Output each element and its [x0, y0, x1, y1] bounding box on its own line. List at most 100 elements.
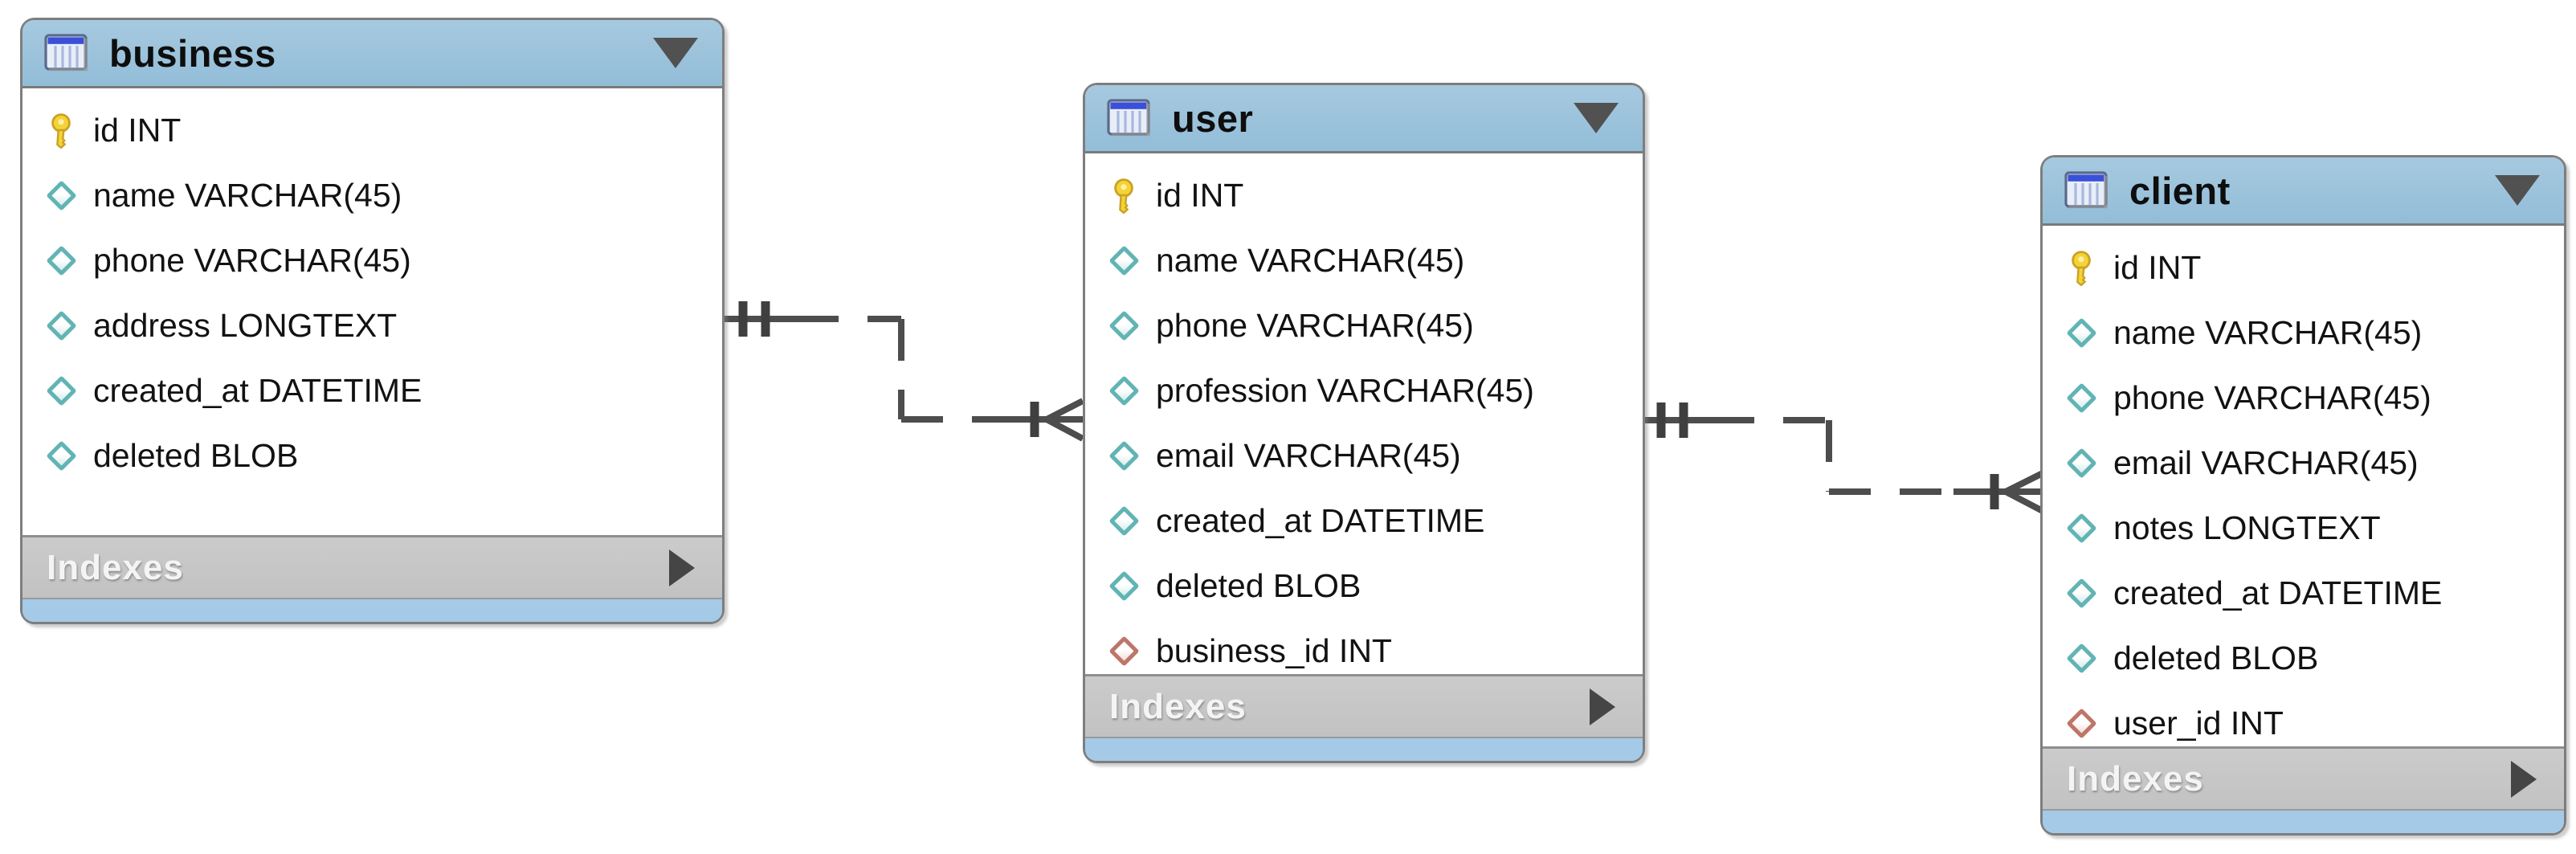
crow-foot-icon	[2004, 470, 2044, 514]
column-row[interactable]: name VARCHAR(45)	[1085, 228, 1643, 293]
column-label: phone VARCHAR(45)	[93, 242, 411, 279]
column-label: name VARCHAR(45)	[93, 177, 402, 214]
column-row[interactable]: user_id INT	[2043, 691, 2564, 746]
collapse-arrow-icon[interactable]	[1574, 103, 1619, 133]
indexes-label: Indexes	[47, 547, 184, 587]
table-icon	[43, 34, 90, 72]
table-business[interactable]: business id INT name VARCHAR(45)	[20, 18, 725, 624]
column-label: deleted BLOB	[2113, 639, 2319, 676]
column-label: id INT	[1156, 177, 1244, 214]
column-label: profession VARCHAR(45)	[1156, 372, 1534, 409]
column-icon	[42, 245, 80, 276]
column-label: user_id INT	[2113, 705, 2284, 742]
column-label: phone VARCHAR(45)	[1156, 307, 1474, 344]
column-icon	[2062, 578, 2100, 609]
collapse-arrow-icon[interactable]	[653, 38, 698, 68]
column-label: phone VARCHAR(45)	[2113, 379, 2431, 416]
column-icon	[2062, 382, 2100, 414]
column-row[interactable]: notes LONGTEXT	[2043, 496, 2564, 561]
column-icon	[42, 310, 80, 341]
table-client-header[interactable]: client	[2043, 157, 2564, 226]
relationship-user-client[interactable]	[1643, 402, 2044, 514]
column-label: name VARCHAR(45)	[1156, 242, 1465, 279]
column-icon	[2062, 317, 2100, 349]
column-row[interactable]: created_at DATETIME	[1085, 488, 1643, 554]
table-business-header[interactable]: business	[22, 20, 722, 88]
expand-arrow-icon[interactable]	[2511, 760, 2537, 798]
column-label: name VARCHAR(45)	[2113, 314, 2423, 351]
column-icon	[2062, 447, 2100, 479]
column-row[interactable]: name VARCHAR(45)	[2043, 300, 2564, 366]
column-row[interactable]: created_at DATETIME	[2043, 561, 2564, 626]
expand-arrow-icon[interactable]	[669, 549, 695, 586]
column-row[interactable]: id INT	[22, 98, 722, 163]
column-row[interactable]: deleted BLOB	[2043, 626, 2564, 691]
indexes-label: Indexes	[2067, 758, 2204, 799]
collapse-arrow-icon[interactable]	[2495, 175, 2540, 206]
primary-key-icon	[1104, 178, 1143, 214]
primary-key-icon	[2062, 250, 2100, 286]
column-label: email VARCHAR(45)	[1156, 437, 1461, 474]
column-icon	[2062, 643, 2100, 674]
column-label: created_at DATETIME	[93, 372, 423, 409]
cardinality-one-icon	[738, 301, 770, 337]
primary-key-icon	[42, 112, 80, 149]
table-footer	[2043, 809, 2564, 833]
column-label: created_at DATETIME	[2113, 574, 2443, 611]
column-icon	[42, 180, 80, 211]
column-row[interactable]: created_at DATETIME	[22, 358, 722, 423]
expand-arrow-icon[interactable]	[1590, 688, 1615, 725]
relationship-business-user[interactable]	[725, 301, 1084, 442]
column-icon	[1104, 310, 1143, 341]
column-label: address LONGTEXT	[93, 307, 398, 344]
column-icon	[42, 440, 80, 472]
indexes-bar[interactable]: Indexes	[1085, 674, 1643, 737]
table-title: business	[109, 31, 276, 75]
column-label: id INT	[2113, 249, 2202, 286]
column-label: id INT	[93, 112, 182, 149]
column-label: deleted BLOB	[93, 437, 299, 474]
column-row[interactable]: phone VARCHAR(45)	[2043, 366, 2564, 431]
column-row[interactable]: id INT	[2043, 235, 2564, 300]
column-row[interactable]: email VARCHAR(45)	[2043, 431, 2564, 496]
table-title: client	[2129, 169, 2231, 212]
column-label: notes LONGTEXT	[2113, 509, 2381, 546]
column-row[interactable]: email VARCHAR(45)	[1085, 423, 1643, 488]
column-row[interactable]: deleted BLOB	[22, 423, 722, 488]
table-user-columns: id INT name VARCHAR(45) phone VARCHAR(45…	[1085, 153, 1643, 674]
column-icon	[1104, 440, 1143, 472]
table-footer	[1085, 737, 1643, 761]
table-business-columns: id INT name VARCHAR(45) phone VARCHAR(45…	[22, 88, 722, 535]
table-client-columns: id INT name VARCHAR(45) phone VARCHAR(45…	[2043, 226, 2564, 746]
cardinality-one-icon	[1656, 402, 1688, 438]
column-row[interactable]: deleted BLOB	[1085, 554, 1643, 619]
indexes-bar[interactable]: Indexes	[2043, 746, 2564, 809]
column-icon	[1104, 245, 1143, 276]
column-row[interactable]: address LONGTEXT	[22, 293, 722, 358]
column-icon	[1104, 570, 1143, 602]
table-title: user	[1172, 96, 1254, 140]
table-user[interactable]: user id INT name VARCHAR(45)	[1083, 83, 1645, 763]
column-label: deleted BLOB	[1156, 567, 1361, 604]
table-user-header[interactable]: user	[1085, 85, 1643, 153]
column-row[interactable]: phone VARCHAR(45)	[22, 228, 722, 293]
table-client[interactable]: client id INT name VARCHAR(45)	[2040, 155, 2566, 836]
column-icon	[42, 375, 80, 407]
column-row[interactable]: phone VARCHAR(45)	[1085, 293, 1643, 358]
foreign-key-icon	[1104, 635, 1143, 667]
indexes-bar[interactable]: Indexes	[22, 535, 722, 598]
table-icon	[1106, 99, 1153, 137]
column-icon	[2062, 513, 2100, 544]
column-label: business_id INT	[1156, 632, 1392, 669]
column-row[interactable]: name VARCHAR(45)	[22, 163, 722, 228]
column-label: created_at DATETIME	[1156, 502, 1485, 539]
column-row[interactable]: id INT	[1085, 163, 1643, 228]
column-row[interactable]: business_id INT	[1085, 619, 1643, 674]
column-row[interactable]: profession VARCHAR(45)	[1085, 358, 1643, 423]
indexes-label: Indexes	[1109, 686, 1247, 726]
column-icon	[1104, 375, 1143, 407]
foreign-key-icon	[2062, 708, 2100, 739]
column-label: email VARCHAR(45)	[2113, 444, 2419, 481]
